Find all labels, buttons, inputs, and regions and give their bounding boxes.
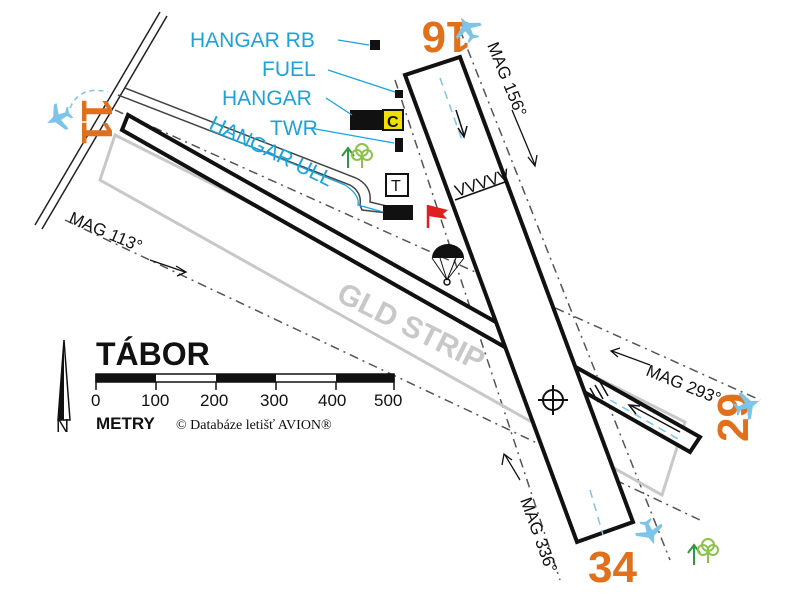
scale-tick-200: 200 xyxy=(200,391,228,410)
hangar-label: HANGAR xyxy=(222,87,312,110)
fuel-symbol: C xyxy=(387,114,399,131)
twr-label: TWR xyxy=(270,117,318,140)
approach-airplane-icon-s xyxy=(635,517,663,545)
copyright: © Databáze letišť AVION® xyxy=(176,418,332,433)
heading-336-label: MAG 336° xyxy=(516,495,561,575)
fuel-label: FUEL xyxy=(262,58,316,81)
parachute-icon xyxy=(431,244,465,286)
twr-building xyxy=(395,138,403,152)
runway-16-34-centerline-s xyxy=(589,489,604,536)
approach-airplane-icon-e xyxy=(732,392,760,420)
heading-293-label: MAG 293° xyxy=(644,361,724,408)
label-leaders xyxy=(209,39,396,213)
t-symbol-box xyxy=(385,173,409,197)
t-symbol: T xyxy=(391,178,401,195)
runway-11-number: 11 xyxy=(72,98,121,145)
runway-16-34[interactable] xyxy=(402,54,636,545)
scale-tick-100: 100 xyxy=(141,391,169,410)
windsock-icon xyxy=(426,205,448,228)
approach-airplane-icon-n xyxy=(455,17,482,44)
tree-icon xyxy=(341,143,373,168)
runway-34-number: 34 xyxy=(588,543,637,592)
scale-tick-300: 300 xyxy=(260,391,288,410)
runway-arrows xyxy=(455,109,681,433)
scale-tick-400: 400 xyxy=(318,391,346,410)
hangar-building xyxy=(350,110,382,130)
fuel-building xyxy=(395,90,403,98)
boundary-lines xyxy=(64,29,761,581)
heading-156-label: MAG 156° xyxy=(483,39,530,119)
hangar-rb-building xyxy=(370,40,380,50)
scale-tick-0: 0 xyxy=(91,391,100,410)
page-title: TÁBOR xyxy=(96,336,210,372)
hangar-ull-building xyxy=(383,205,413,220)
tree-icon-se xyxy=(687,538,719,565)
runway-16-number: 16 xyxy=(422,12,471,61)
road xyxy=(34,11,168,230)
approach-airplane-icon-w xyxy=(47,103,74,130)
displaced-threshold xyxy=(589,381,609,403)
heading-113-label: MAG 113° xyxy=(66,208,145,256)
scale-unit: METRY xyxy=(96,414,156,433)
north-arrow-icon xyxy=(57,339,71,421)
scale-tick-500: 500 xyxy=(374,391,402,410)
arp-symbol xyxy=(538,385,568,415)
runway-16-34-centerline xyxy=(439,77,463,141)
north-label: N xyxy=(56,416,69,436)
heading-arrows xyxy=(149,109,651,481)
fuel-symbol-box xyxy=(382,109,404,131)
hangar-rb-label: HANGAR RB xyxy=(190,29,315,52)
scale-bar xyxy=(95,373,395,390)
approach-path-w xyxy=(69,89,109,109)
